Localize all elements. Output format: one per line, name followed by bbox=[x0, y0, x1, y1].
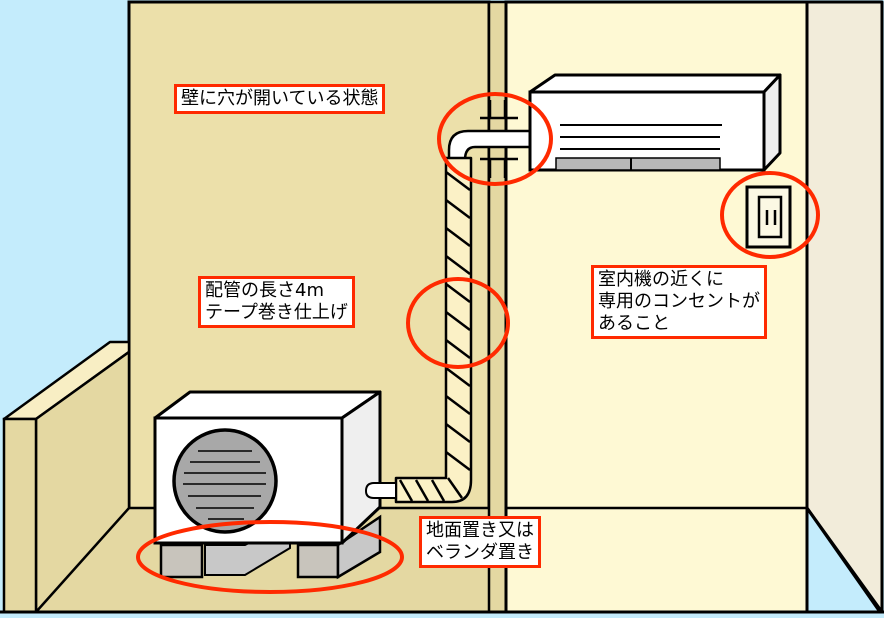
balcony-parapet bbox=[2, 340, 131, 614]
label-outlet-line-2: 専用のコンセントが bbox=[598, 291, 760, 312]
power-outlet bbox=[745, 185, 792, 249]
label-outdoor-line-1: 地面置き又は bbox=[426, 520, 534, 541]
stand-left bbox=[159, 543, 204, 579]
label-outlet-line-3: あること bbox=[598, 313, 670, 334]
interior-side-wall bbox=[805, 0, 884, 614]
label-piping-line-1: 配管の長さ4m bbox=[205, 280, 324, 301]
indoor-unit bbox=[528, 73, 782, 172]
label-piping: 配管の長さ4m テープ巻き仕上げ bbox=[198, 276, 355, 328]
outdoor-unit bbox=[153, 390, 397, 580]
label-wall-hole: 壁に穴が開いている状態 bbox=[174, 84, 386, 114]
label-outdoor-line-2: ベランダ置き bbox=[426, 542, 534, 563]
highlight-outlet bbox=[720, 171, 820, 259]
label-wall-hole-text: 壁に穴が開いている状態 bbox=[181, 88, 379, 109]
indoor-vent bbox=[555, 157, 721, 171]
highlight-outdoor-placement bbox=[136, 520, 404, 594]
highlight-pipe bbox=[406, 277, 510, 369]
wall-hole bbox=[480, 100, 518, 178]
stand-right bbox=[296, 543, 340, 579]
label-outlet: 室内機の近くに 専用のコンセントが あること bbox=[591, 265, 767, 339]
label-outdoor-placement: 地面置き又は ベランダ置き bbox=[419, 516, 541, 568]
highlight-wall-hole bbox=[437, 92, 553, 186]
label-piping-line-2: テープ巻き仕上げ bbox=[205, 302, 348, 323]
fan-grille bbox=[172, 428, 278, 534]
label-outlet-line-1: 室内機の近くに bbox=[598, 269, 724, 290]
